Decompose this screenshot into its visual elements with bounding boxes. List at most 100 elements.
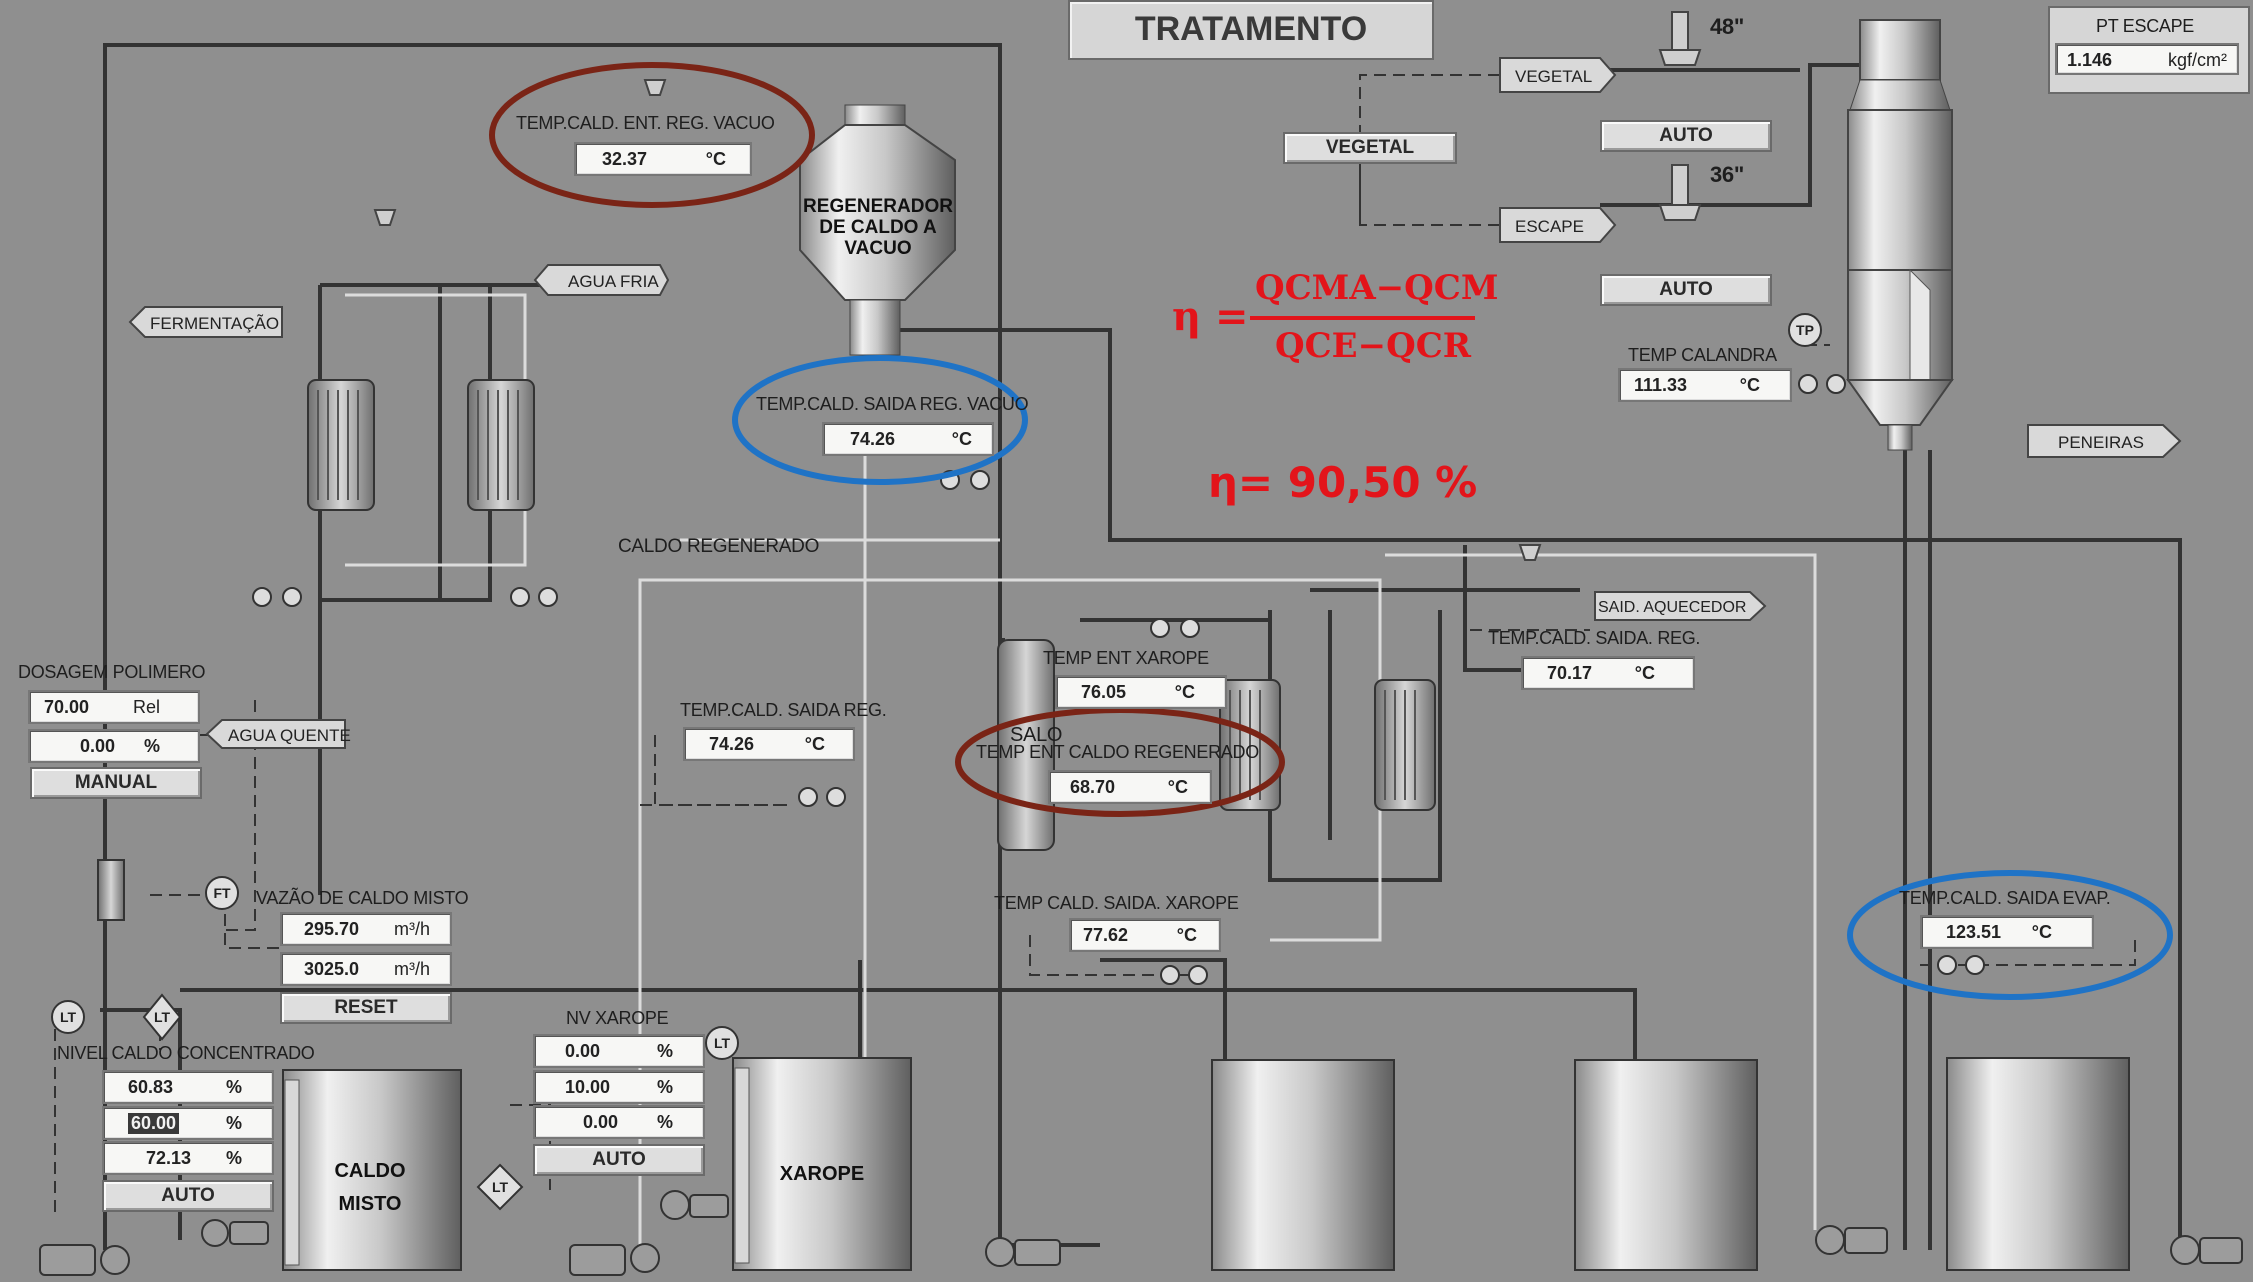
vazao-value1-box: 295.70 m³/h [280,912,452,946]
vazao-value2: 3025.0 [304,959,359,980]
temp-saida-evap-value: 123.51 [1946,922,2001,943]
nivel-caldo-concentrado-label: NIVEL CALDO CONCENTRADO [57,1043,314,1064]
valve-size-36: 36" [1710,162,1744,188]
temp-saida-reg-right-unit: °C [1635,663,1655,684]
lt-xarope-bubble-label: LT [714,1035,731,1051]
formula-denominator: QCE−QCR [1275,326,1471,366]
nv-xarope-v1-unit: % [657,1041,673,1062]
tp-bubble-label: TP [1796,322,1814,338]
dosagem-polimero-label: DOSAGEM POLIMERO [18,662,205,683]
temp-saida-evap-label: TEMP.CALD. SAIDA EVAP. [1899,888,2111,909]
auto-escape-button[interactable]: AUTO [1600,274,1772,306]
arrow-fermentacao: FERMENTAÇÃO [150,314,279,333]
auto-vegetal-button[interactable]: AUTO [1600,120,1772,152]
dosagem-polimero-percent-box[interactable]: 0.00 % [28,729,200,763]
temp-ent-xarope-box: 76.05 °C [1055,675,1227,709]
dosagem-polimero-value-box[interactable]: 70.00 Rel [28,690,200,724]
temp-saida-xarope-value: 77.62 [1083,925,1128,946]
vazao-unit2: m³/h [394,959,430,980]
temp-ent-caldo-regenerado-box: 68.70 °C [1048,770,1212,804]
pt-escape-unit: kgf/cm² [2168,50,2227,71]
temp-ent-reg-vacuo-value: 32.37 [602,149,647,170]
reset-button[interactable]: RESET [280,992,452,1024]
temp-saida-reg-left-value: 74.26 [709,734,754,755]
vazao-value2-box: 3025.0 m³/h [280,952,452,986]
temp-saida-evap-box: 123.51 °C [1920,915,2094,949]
lt-xarope-diamond-label: LT [492,1179,509,1195]
nv-xarope-v1-box: 0.00 % [533,1034,705,1068]
nv-xarope-v2-unit: % [657,1077,673,1098]
nivel-v1-value: 60.83 [128,1077,173,1098]
nivel-v2-value: 60.00 [128,1113,179,1134]
nv-xarope-v1-value: 0.00 [565,1041,600,1062]
nivel-v2-box[interactable]: 60.00 % [102,1106,274,1140]
vazao-value1: 295.70 [304,919,359,940]
arrow-agua-quente: AGUA QUENTE [228,726,351,745]
temp-saida-reg-vacuo-label: TEMP.CALD. SAIDA REG. VACUO [756,394,1028,415]
arrow-said-aquecedor: SAID. AQUECEDOR [1598,599,1746,616]
evaporator [1848,20,1952,450]
temp-calandra-unit: °C [1740,375,1760,396]
temp-saida-reg-left-box: 74.26 °C [683,727,855,761]
regenerador-line2: DE CALDO A [819,217,937,238]
regenerador-line3: VACUO [844,238,911,259]
temp-ent-caldo-regenerado-unit: °C [1168,777,1188,798]
arrow-peneiras: PENEIRAS [2058,433,2144,452]
temp-ent-reg-vacuo-label: TEMP.CALD. ENT. REG. VACUO [516,113,775,134]
temp-calandra-box: 111.33 °C [1618,368,1792,402]
nivel-v1-box: 60.83 % [102,1070,274,1104]
nivel-v3-box: 72.13 % [102,1141,274,1175]
temp-saida-reg-right-label: TEMP.CALD. SAIDA. REG. [1488,628,1700,649]
arrow-escape: ESCAPE [1515,217,1584,236]
pt-escape-value: 1.146 [2067,50,2112,71]
nv-xarope-v2-value: 10.00 [565,1077,610,1098]
temp-saida-reg-left-unit: °C [805,734,825,755]
temp-ent-xarope-value: 76.05 [1081,682,1126,703]
dosagem-polimero-percent: 0.00 [80,736,115,757]
nv-xarope-v3-box: 0.00 % [533,1105,705,1139]
valve-size-48: 48" [1710,14,1744,40]
formula-eta: η = [1172,293,1249,340]
title-panel: TRATAMENTO [1068,0,1434,60]
dosagem-polimero-unit: Rel [133,697,160,718]
lt-bubble-label: LT [60,1009,77,1025]
dosagem-polimero-value: 70.00 [44,697,89,718]
temp-saida-reg-left-label: TEMP.CALD. SAIDA REG. [680,700,886,721]
arrow-vegetal: VEGETAL [1515,67,1592,86]
temp-saida-xarope-unit: °C [1177,925,1197,946]
arrow-agua-fria: AGUA FRIA [568,272,659,291]
temp-calandra-label: TEMP CALANDRA [1628,345,1777,366]
manual-button[interactable]: MANUAL [30,767,202,799]
auto-xarope-button[interactable]: AUTO [533,1144,705,1176]
lt-diamond-label: LT [154,1009,171,1025]
pt-escape-value-box: 1.146 kgf/cm² [2055,43,2239,75]
temp-ent-caldo-regenerado-label: TEMP ENT CALDO REGENERADO [976,742,1259,763]
ft-bubble-label: FT [213,885,231,901]
nv-xarope-v3-unit: % [657,1112,673,1133]
vazao-unit1: m³/h [394,919,430,940]
nv-xarope-v3-value: 0.00 [583,1112,618,1133]
temp-saida-xarope-box: 77.62 °C [1069,918,1221,952]
nivel-v2-unit: % [226,1113,242,1134]
tank-xarope-label: XAROPE [780,1163,864,1185]
temp-ent-reg-vacuo-box: 32.37 °C [574,142,752,176]
page-title: TRATAMENTO [1070,10,1432,49]
auto-nivel-button[interactable]: AUTO [102,1180,274,1212]
nv-xarope-v2-box[interactable]: 10.00 % [533,1070,705,1104]
temp-calandra-value: 111.33 [1634,375,1687,396]
formula-result: η= 90,50 % [1208,458,1477,507]
vegetal-button[interactable]: VEGETAL [1283,132,1457,164]
vazao-caldo-misto-label: VAZÃO DE CALDO MISTO [256,888,468,909]
temp-saida-reg-vacuo-unit: °C [952,429,972,450]
nivel-v1-unit: % [226,1077,242,1098]
temp-saida-reg-vacuo-value: 74.26 [850,429,895,450]
temp-saida-xarope-label: TEMP CALD. SAIDA. XAROPE [994,893,1239,914]
caldo-regenerado-label: CALDO REGENERADO [618,536,819,558]
temp-ent-xarope-unit: °C [1175,682,1195,703]
temp-saida-reg-right-box: 70.17 °C [1521,656,1695,690]
regenerador-line1: REGENERADOR [803,196,953,217]
nv-xarope-label: NV XAROPE [566,1008,668,1029]
temp-ent-reg-vacuo-unit: °C [706,149,726,170]
pt-escape-label: PT ESCAPE [2096,16,2194,37]
